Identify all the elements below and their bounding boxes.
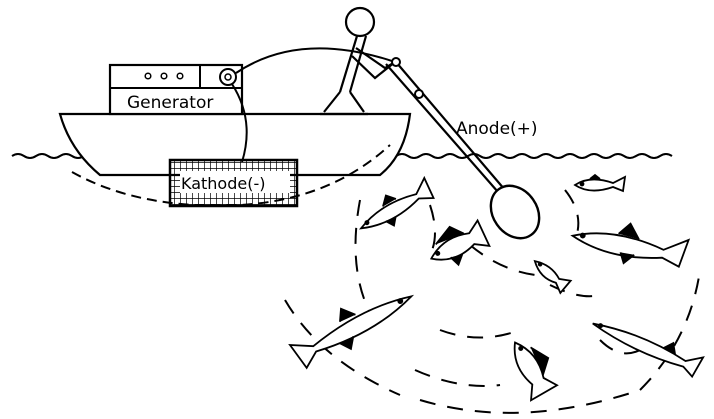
- anode: [385, 57, 541, 240]
- fish: [429, 218, 491, 267]
- cathode: [168, 158, 299, 208]
- fish: [573, 173, 627, 193]
- cathode-label: Kathode(-): [181, 174, 265, 193]
- electric-field-lines: [284, 189, 701, 414]
- fish: [358, 175, 435, 230]
- fish: [288, 294, 415, 370]
- fish: [570, 222, 691, 268]
- anode-label: Anode(+): [456, 119, 538, 139]
- fish-group: [288, 173, 705, 402]
- fish: [533, 259, 573, 295]
- operator-figure: [320, 6, 399, 116]
- generator: [108, 63, 244, 116]
- fish: [513, 341, 559, 402]
- generator-terminal: [219, 68, 237, 86]
- boat-hull: [58, 112, 412, 177]
- generator-label: Generator: [127, 93, 213, 113]
- fish: [592, 322, 705, 379]
- anode-cable: [235, 47, 396, 74]
- cathode-cable: [231, 83, 248, 163]
